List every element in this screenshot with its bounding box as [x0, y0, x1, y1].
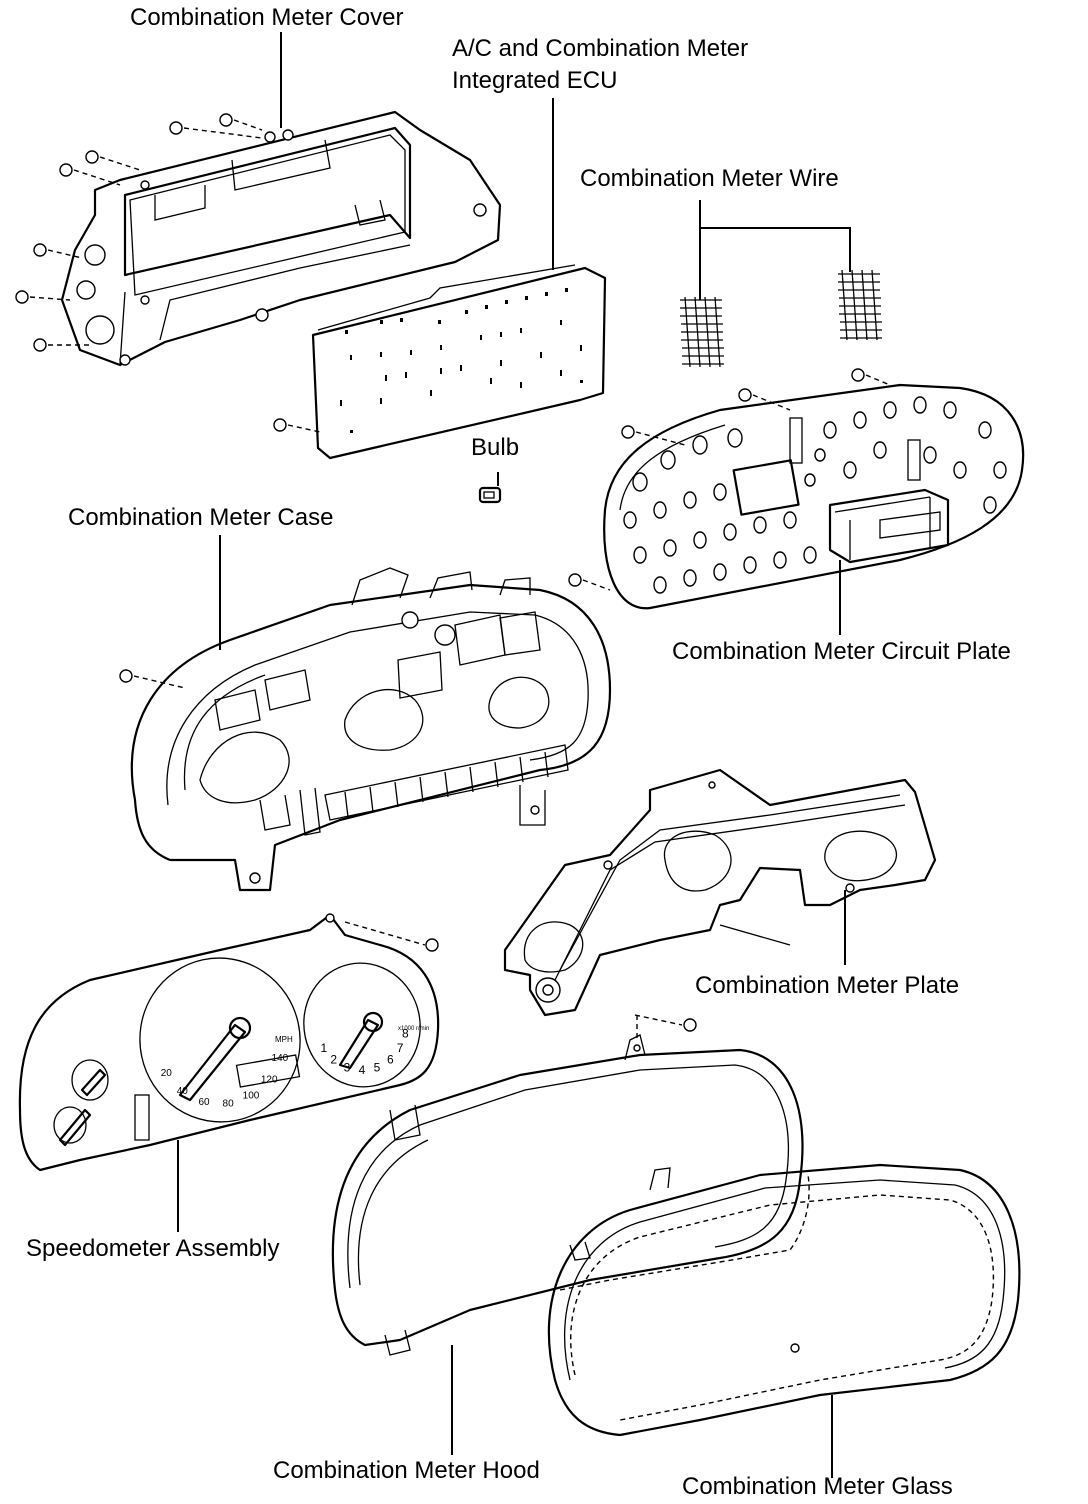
label-combination-meter-glass: Combination Meter Glass — [682, 1473, 953, 1500]
rpm-tick-6: 7 — [397, 1041, 404, 1055]
rpm-tick-5: 6 — [387, 1053, 394, 1067]
speed-unit: MPH — [275, 1035, 293, 1044]
circuit-plate-screws — [568, 368, 891, 591]
rpm-tick-4: 5 — [374, 1060, 381, 1074]
combination-meter-circuit-plate — [603, 383, 1025, 610]
label-ecu-line2: Integrated ECU — [452, 67, 618, 94]
rpm-tick-3: 4 — [359, 1063, 366, 1077]
speed-tick-4: 100 — [243, 1091, 260, 1102]
label-combination-meter-plate: Combination Meter Plate — [695, 972, 960, 999]
label-speedometer-assembly: Speedometer Assembly — [26, 1235, 280, 1262]
rpm-tick-1: 2 — [330, 1053, 337, 1067]
hood-screw — [634, 1014, 697, 1040]
speed-tick-2: 60 — [198, 1097, 210, 1108]
label-combination-meter-wire: Combination Meter Wire — [580, 165, 839, 192]
label-combination-meter-cover: Combination Meter Cover — [130, 4, 404, 31]
combination-meter-glass — [547, 1163, 1021, 1437]
label-combination-meter-hood: Combination Meter Hood — [273, 1457, 540, 1484]
rpm-unit: x1000 r/min — [398, 1026, 429, 1032]
label-bulb: Bulb — [471, 434, 520, 461]
ecu-screw — [273, 418, 321, 433]
label-combination-meter-circuit-plate: Combination Meter Circuit Plate — [672, 638, 1011, 665]
speed-tick-6: 140 — [272, 1053, 289, 1064]
label-ecu-line1: A/C and Combination Meter — [452, 35, 749, 62]
combination-meter-hood — [331, 1034, 804, 1356]
speed-tick-3: 80 — [223, 1099, 235, 1110]
rpm-tick-2: 3 — [344, 1060, 351, 1074]
rpm-tick-7: 8 — [402, 1027, 409, 1041]
speedometer-assembly — [18, 913, 440, 1172]
cover-screws — [15, 113, 263, 352]
label-combination-meter-case: Combination Meter Case — [68, 504, 334, 531]
bulb — [478, 472, 502, 504]
speed-tick-5: 120 — [261, 1075, 278, 1086]
combination-meter-wires — [680, 200, 882, 368]
combination-meter-plate — [503, 768, 937, 1017]
speed-tick-1: 40 — [177, 1086, 189, 1097]
combination-meter-cover — [60, 110, 502, 367]
speedometer-screw — [344, 921, 439, 952]
case-screw — [119, 669, 186, 689]
ac-combination-meter-ecu — [311, 264, 607, 460]
speed-tick-0: 20 — [161, 1068, 173, 1079]
combination-meter-case — [130, 567, 612, 892]
rpm-tick-0: 1 — [321, 1041, 328, 1055]
